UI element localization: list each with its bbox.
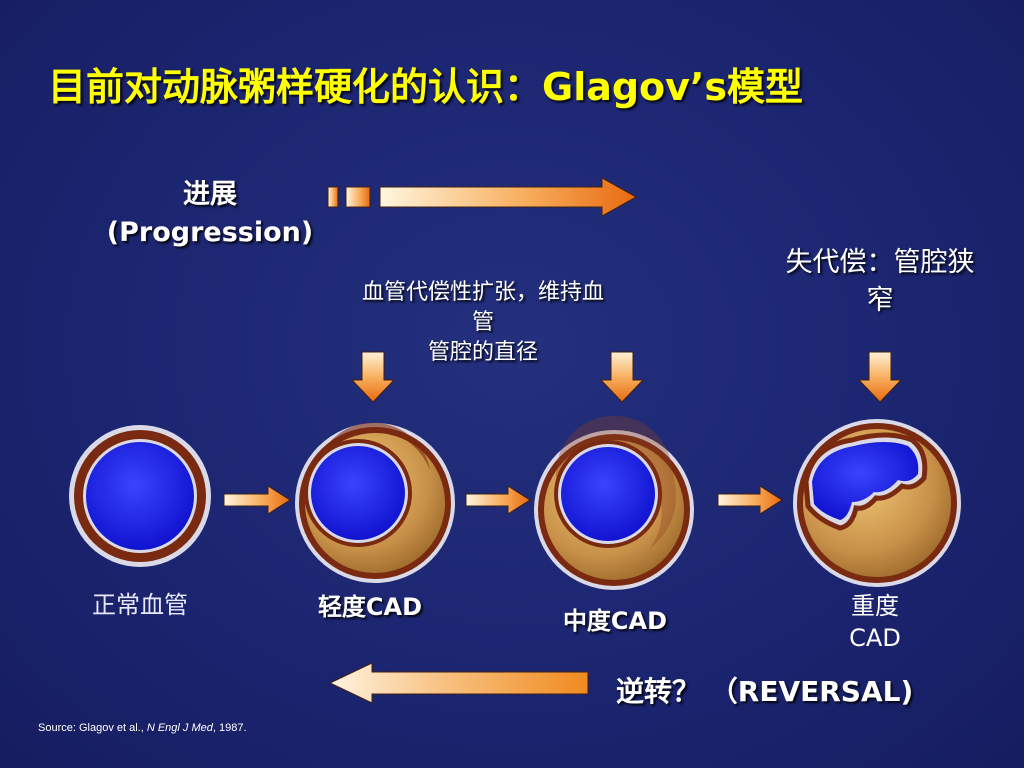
- stage-label-severe-line-1: 重度: [851, 592, 899, 620]
- source-citation: Source: Glagov et al., N Engl J Med, 198…: [38, 722, 247, 734]
- compensation-line-3: 管腔的直径: [427, 340, 538, 365]
- progression-label-en: (Progression): [106, 217, 314, 248]
- source-year: , 1987.: [212, 722, 247, 734]
- stage-label-normal: 正常血管: [92, 591, 188, 619]
- vessel-normal: [69, 425, 211, 567]
- decompensation-line-1: 失代偿：管腔狭: [785, 247, 975, 278]
- progression-label-cn: 进展: [183, 179, 237, 210]
- vessel-moderate-cad: [534, 415, 694, 590]
- progression-label: 进展 (Progression): [60, 176, 360, 252]
- stage-label-moderate: 中度CAD: [562, 607, 668, 635]
- stage-label-severe-line-2: CAD: [849, 624, 901, 652]
- vessel-mild-cad: [295, 422, 455, 583]
- decompensation-line-2: 窄: [866, 285, 894, 316]
- source-journal: N Engl J Med: [146, 722, 213, 734]
- forward-arrow-icon-2: [465, 485, 531, 515]
- reversal-label: 逆转？ （REVERSAL): [616, 670, 996, 710]
- down-arrow-icon-3: [857, 351, 903, 403]
- reversal-arrow-icon: [328, 662, 589, 704]
- stage-label-mild: 轻度CAD: [317, 593, 423, 621]
- decompensation-text: 失代偿：管腔狭 窄: [750, 244, 1010, 320]
- reversal-label-cn: 逆转？: [616, 675, 701, 708]
- forward-arrow-icon-3: [717, 485, 783, 515]
- page-title: 目前对动脉粥样硬化的认识：Glagov’s模型: [48, 65, 803, 109]
- progression-arrow-icon: [327, 177, 638, 217]
- source-prefix: Source: Glagov et al.,: [38, 722, 147, 734]
- stage-label-severe: 重度 CAD: [795, 590, 955, 654]
- down-arrow-icon-2: [599, 351, 645, 403]
- vessel-severe-cad: [793, 419, 961, 587]
- compensation-line-2: 管: [471, 310, 494, 335]
- reversal-label-en: （REVERSAL): [709, 675, 914, 708]
- compensation-text: 血管代偿性扩张，维持血 管 管腔的直径: [318, 278, 648, 368]
- compensation-line-1: 血管代偿性扩张，维持血: [361, 280, 604, 305]
- down-arrow-icon-1: [350, 351, 396, 403]
- forward-arrow-icon-1: [223, 485, 291, 515]
